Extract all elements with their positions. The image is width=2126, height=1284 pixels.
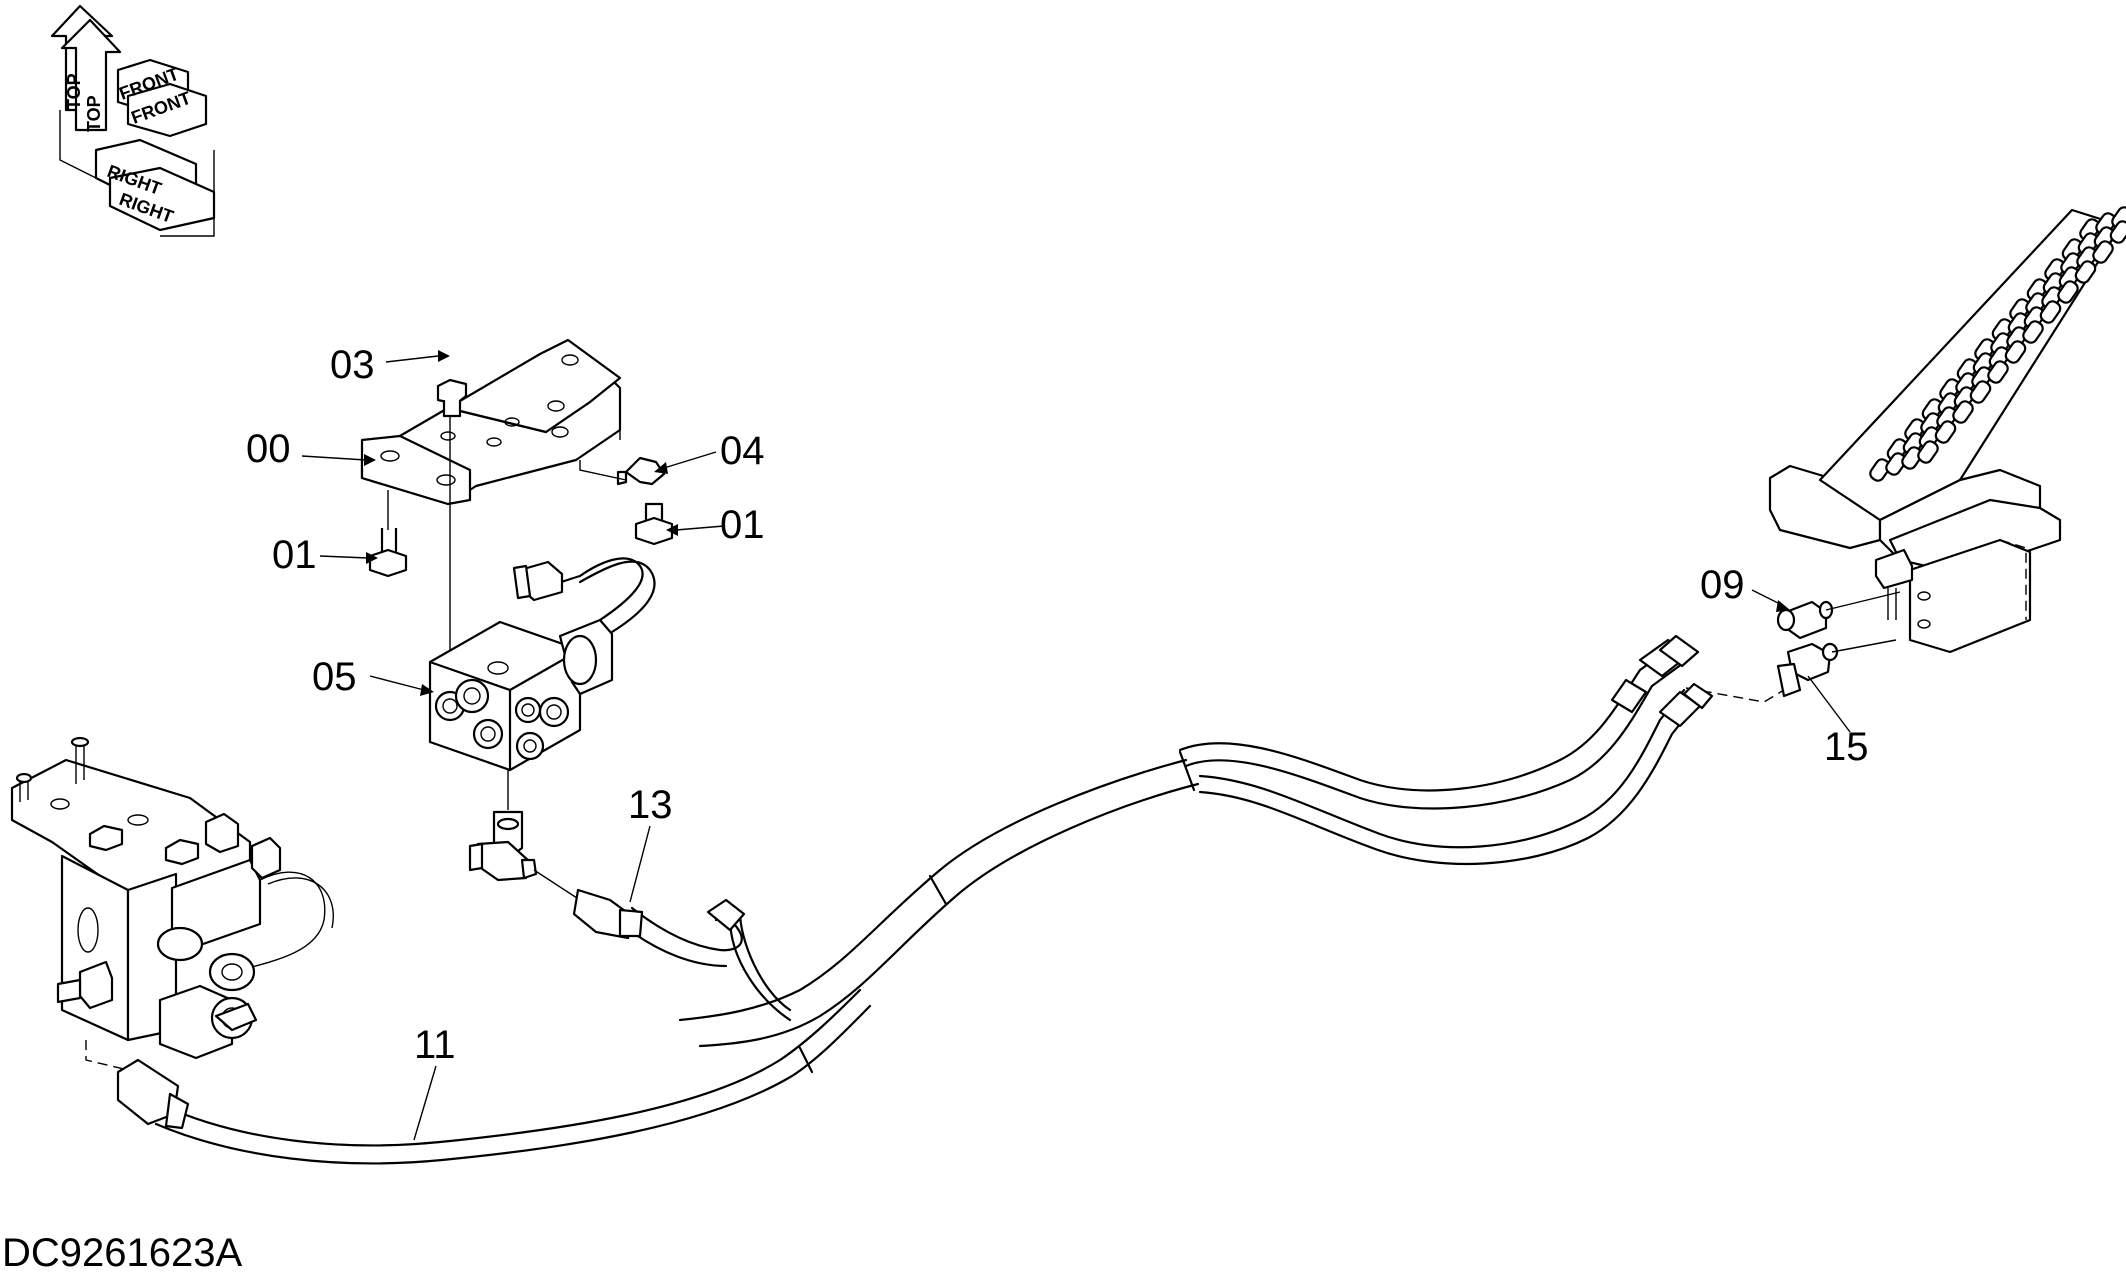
callout-00: 00 — [246, 427, 291, 471]
callout-15: 15 — [1824, 725, 1869, 769]
callout-03: 03 — [330, 343, 375, 387]
callout-05: 05 — [312, 655, 357, 699]
pedal-slot — [1934, 420, 1957, 444]
foot-pedal — [1768, 206, 2126, 654]
pedal-slot — [2057, 280, 2079, 304]
callout-01-right: 01 — [720, 503, 765, 547]
pedal-slot — [2074, 260, 2097, 284]
pedal-slot — [2039, 300, 2062, 324]
pedal-slot — [1869, 458, 1891, 482]
pedal-slot — [1885, 452, 1907, 476]
orientation-indicator: TOP TOP FRONT FRONT RIGHT RIGHT — [50, 4, 216, 237]
hoses — [116, 634, 1714, 1165]
solenoid-valve — [428, 618, 614, 772]
control-valve-assembly — [10, 736, 334, 1071]
bolt-01-left — [368, 528, 408, 578]
pedal-slot — [1969, 380, 1992, 404]
pedal-slot — [1901, 446, 1923, 470]
pedal-slot — [2092, 240, 2114, 264]
drawing-code: DC9261623A — [2, 1231, 242, 1275]
callout-04: 04 — [720, 429, 765, 473]
callout-01-left: 01 — [272, 533, 317, 577]
solenoid-wire — [512, 557, 656, 634]
fitting-15 — [1776, 642, 1839, 698]
mounting-bracket — [360, 338, 622, 506]
orient-top-label-2: TOP — [84, 95, 104, 132]
pedal-slot — [1952, 400, 1974, 424]
callout-09: 09 — [1700, 563, 1745, 607]
orient-top-label: TOP — [64, 73, 84, 110]
callout-13: 13 — [628, 783, 673, 827]
pedal-slots — [1869, 206, 2126, 482]
pedal-slot — [1917, 440, 1939, 464]
elbow-fitting — [468, 810, 538, 882]
fitting-09 — [1776, 600, 1834, 640]
pedal-slot — [2004, 340, 2027, 364]
pedal-slot — [2109, 220, 2126, 244]
callout-11: 11 — [414, 1023, 456, 1067]
clip-04 — [616, 456, 666, 486]
pedal-slot — [1987, 360, 2009, 384]
pedal-slot — [2022, 320, 2044, 344]
bolt-01-right — [634, 502, 674, 546]
bolt-03 — [436, 378, 468, 418]
leader-lines — [301, 350, 1851, 1141]
